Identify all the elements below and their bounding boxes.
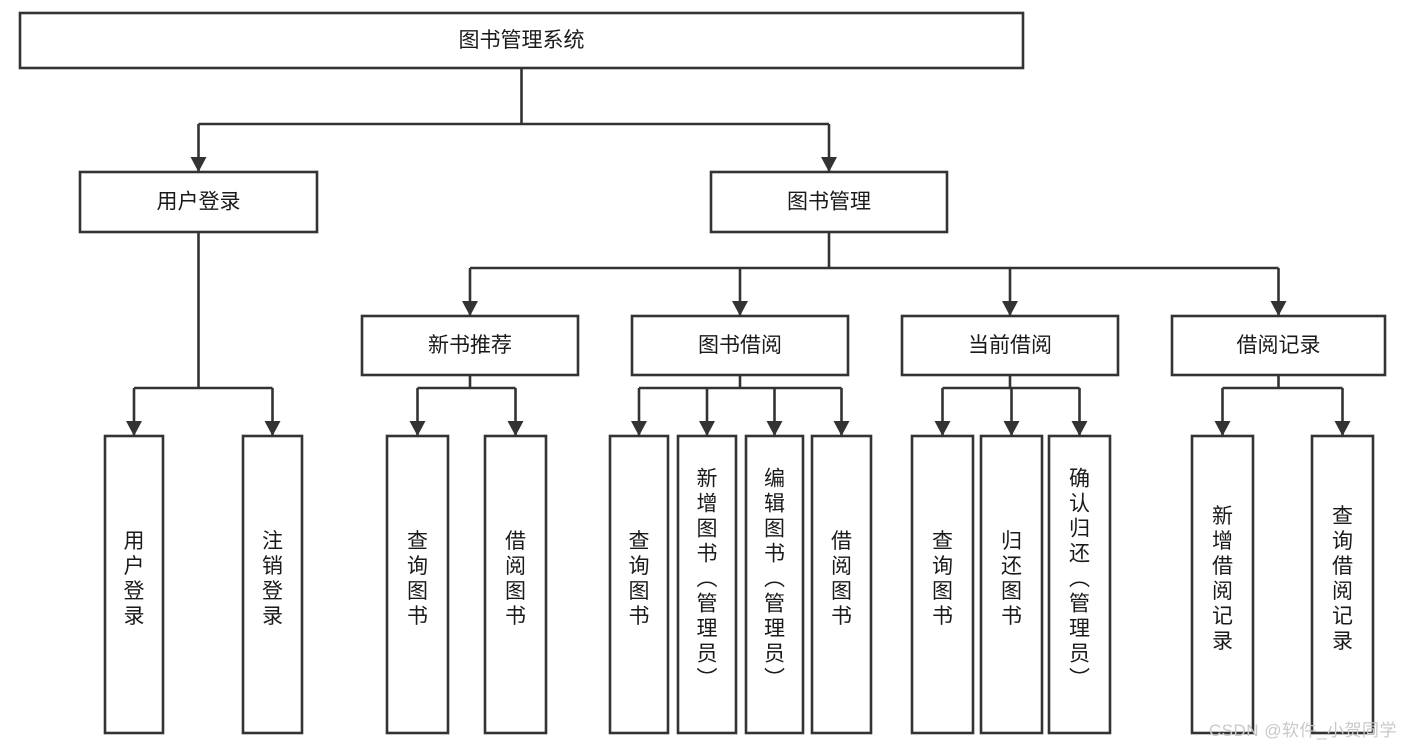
arrow-head-icon xyxy=(1002,301,1018,316)
arrow-head-icon xyxy=(264,421,281,436)
node-label: 新书推荐 xyxy=(428,334,512,357)
node-box[interactable] xyxy=(709,170,949,234)
node-label: 新增借阅记录 xyxy=(1212,505,1233,653)
arrow-head-icon xyxy=(126,421,142,436)
arrow-head-icon xyxy=(462,301,478,316)
node-label: 查询图书 xyxy=(932,530,953,628)
node-label: 借阅图书 xyxy=(505,530,526,628)
node-box[interactable] xyxy=(483,434,548,735)
node-leaf_4[interactable]: 查询图书 xyxy=(608,434,670,735)
arrow-head-icon xyxy=(732,301,748,316)
node-l2_0[interactable]: 用户登录 xyxy=(78,170,319,234)
node-leaf_1[interactable]: 注销登录 xyxy=(241,434,304,735)
node-box[interactable] xyxy=(103,434,165,735)
node-box[interactable] xyxy=(744,434,805,735)
node-l3_0[interactable]: 新书推荐 xyxy=(360,314,580,377)
arrow-head-icon xyxy=(833,421,850,436)
node-leaf_8[interactable]: 查询图书 xyxy=(910,434,975,735)
node-label: 查询图书 xyxy=(629,530,650,628)
arrow-head-icon xyxy=(1071,421,1088,436)
node-label: 归还图书 xyxy=(1001,530,1022,628)
arrow-head-icon xyxy=(507,421,524,436)
node-label: 注销登录 xyxy=(262,530,283,628)
node-label: 当前借阅 xyxy=(968,334,1052,357)
node-layer: 图书管理系统用户登录图书管理新书推荐图书借阅当前借阅借阅记录用户登录注销登录查询… xyxy=(18,11,1387,735)
node-leaf_12[interactable]: 查询借阅记录 xyxy=(1310,434,1375,735)
node-l3_3[interactable]: 借阅记录 xyxy=(1170,314,1387,377)
node-leaf_7[interactable]: 借阅图书 xyxy=(810,434,873,735)
node-box[interactable] xyxy=(1310,434,1375,735)
arrow-head-icon xyxy=(190,157,207,172)
node-box[interactable] xyxy=(979,434,1044,735)
node-box[interactable] xyxy=(630,314,850,377)
arrow-head-icon xyxy=(1334,421,1351,436)
node-box[interactable] xyxy=(18,11,1025,70)
node-l2_1[interactable]: 图书管理 xyxy=(709,170,949,234)
arrow-head-icon xyxy=(934,421,951,436)
node-box[interactable] xyxy=(810,434,873,735)
node-label: 图书管理系统 xyxy=(459,29,585,52)
arrow-head-icon xyxy=(1003,421,1020,436)
arrow-head-icon xyxy=(409,421,426,436)
node-leaf_9[interactable]: 归还图书 xyxy=(979,434,1044,735)
node-leaf_3[interactable]: 借阅图书 xyxy=(483,434,548,735)
node-leaf_11[interactable]: 新增借阅记录 xyxy=(1190,434,1255,735)
node-label: 借阅图书 xyxy=(831,530,852,628)
arrow-head-icon xyxy=(821,157,837,172)
node-leaf_5[interactable]: 新增图书︵管理员︶ xyxy=(676,434,738,735)
node-l3_2[interactable]: 当前借阅 xyxy=(900,314,1120,377)
node-root[interactable]: 图书管理系统 xyxy=(18,11,1025,70)
node-leaf_6[interactable]: 编辑图书︵管理员︶ xyxy=(744,434,805,735)
node-box[interactable] xyxy=(1170,314,1387,377)
node-box[interactable] xyxy=(385,434,450,735)
node-box[interactable] xyxy=(78,170,319,234)
node-leaf_10[interactable]: 确认归还︵管理员︶ xyxy=(1047,434,1112,735)
arrow-head-icon xyxy=(699,421,715,436)
node-label: 用户登录 xyxy=(157,191,241,214)
node-label: 新增图书︵管理员︶ xyxy=(697,468,718,691)
node-label: 借阅记录 xyxy=(1237,334,1321,357)
node-box[interactable] xyxy=(241,434,304,735)
node-box[interactable] xyxy=(910,434,975,735)
edge-layer xyxy=(126,68,1351,436)
node-box[interactable] xyxy=(360,314,580,377)
node-label: 图书管理 xyxy=(787,191,871,214)
node-box[interactable] xyxy=(1047,434,1112,735)
node-label: 编辑图书︵管理员︶ xyxy=(764,468,785,691)
node-label: 图书借阅 xyxy=(698,334,782,357)
node-label: 查询图书 xyxy=(407,530,428,628)
node-box[interactable] xyxy=(900,314,1120,377)
node-leaf_0[interactable]: 用户登录 xyxy=(103,434,165,735)
node-leaf_2[interactable]: 查询图书 xyxy=(385,434,450,735)
node-label: 确认归还︵管理员︶ xyxy=(1069,468,1090,691)
arrow-head-icon xyxy=(1270,301,1287,316)
node-box[interactable] xyxy=(1190,434,1255,735)
node-label: 用户登录 xyxy=(124,530,145,628)
node-l3_1[interactable]: 图书借阅 xyxy=(630,314,850,377)
arrow-head-icon xyxy=(631,421,647,436)
arrow-head-icon xyxy=(766,421,783,436)
node-box[interactable] xyxy=(608,434,670,735)
node-box[interactable] xyxy=(676,434,738,735)
arrow-head-icon xyxy=(1214,421,1231,436)
node-label: 查询借阅记录 xyxy=(1332,505,1353,653)
